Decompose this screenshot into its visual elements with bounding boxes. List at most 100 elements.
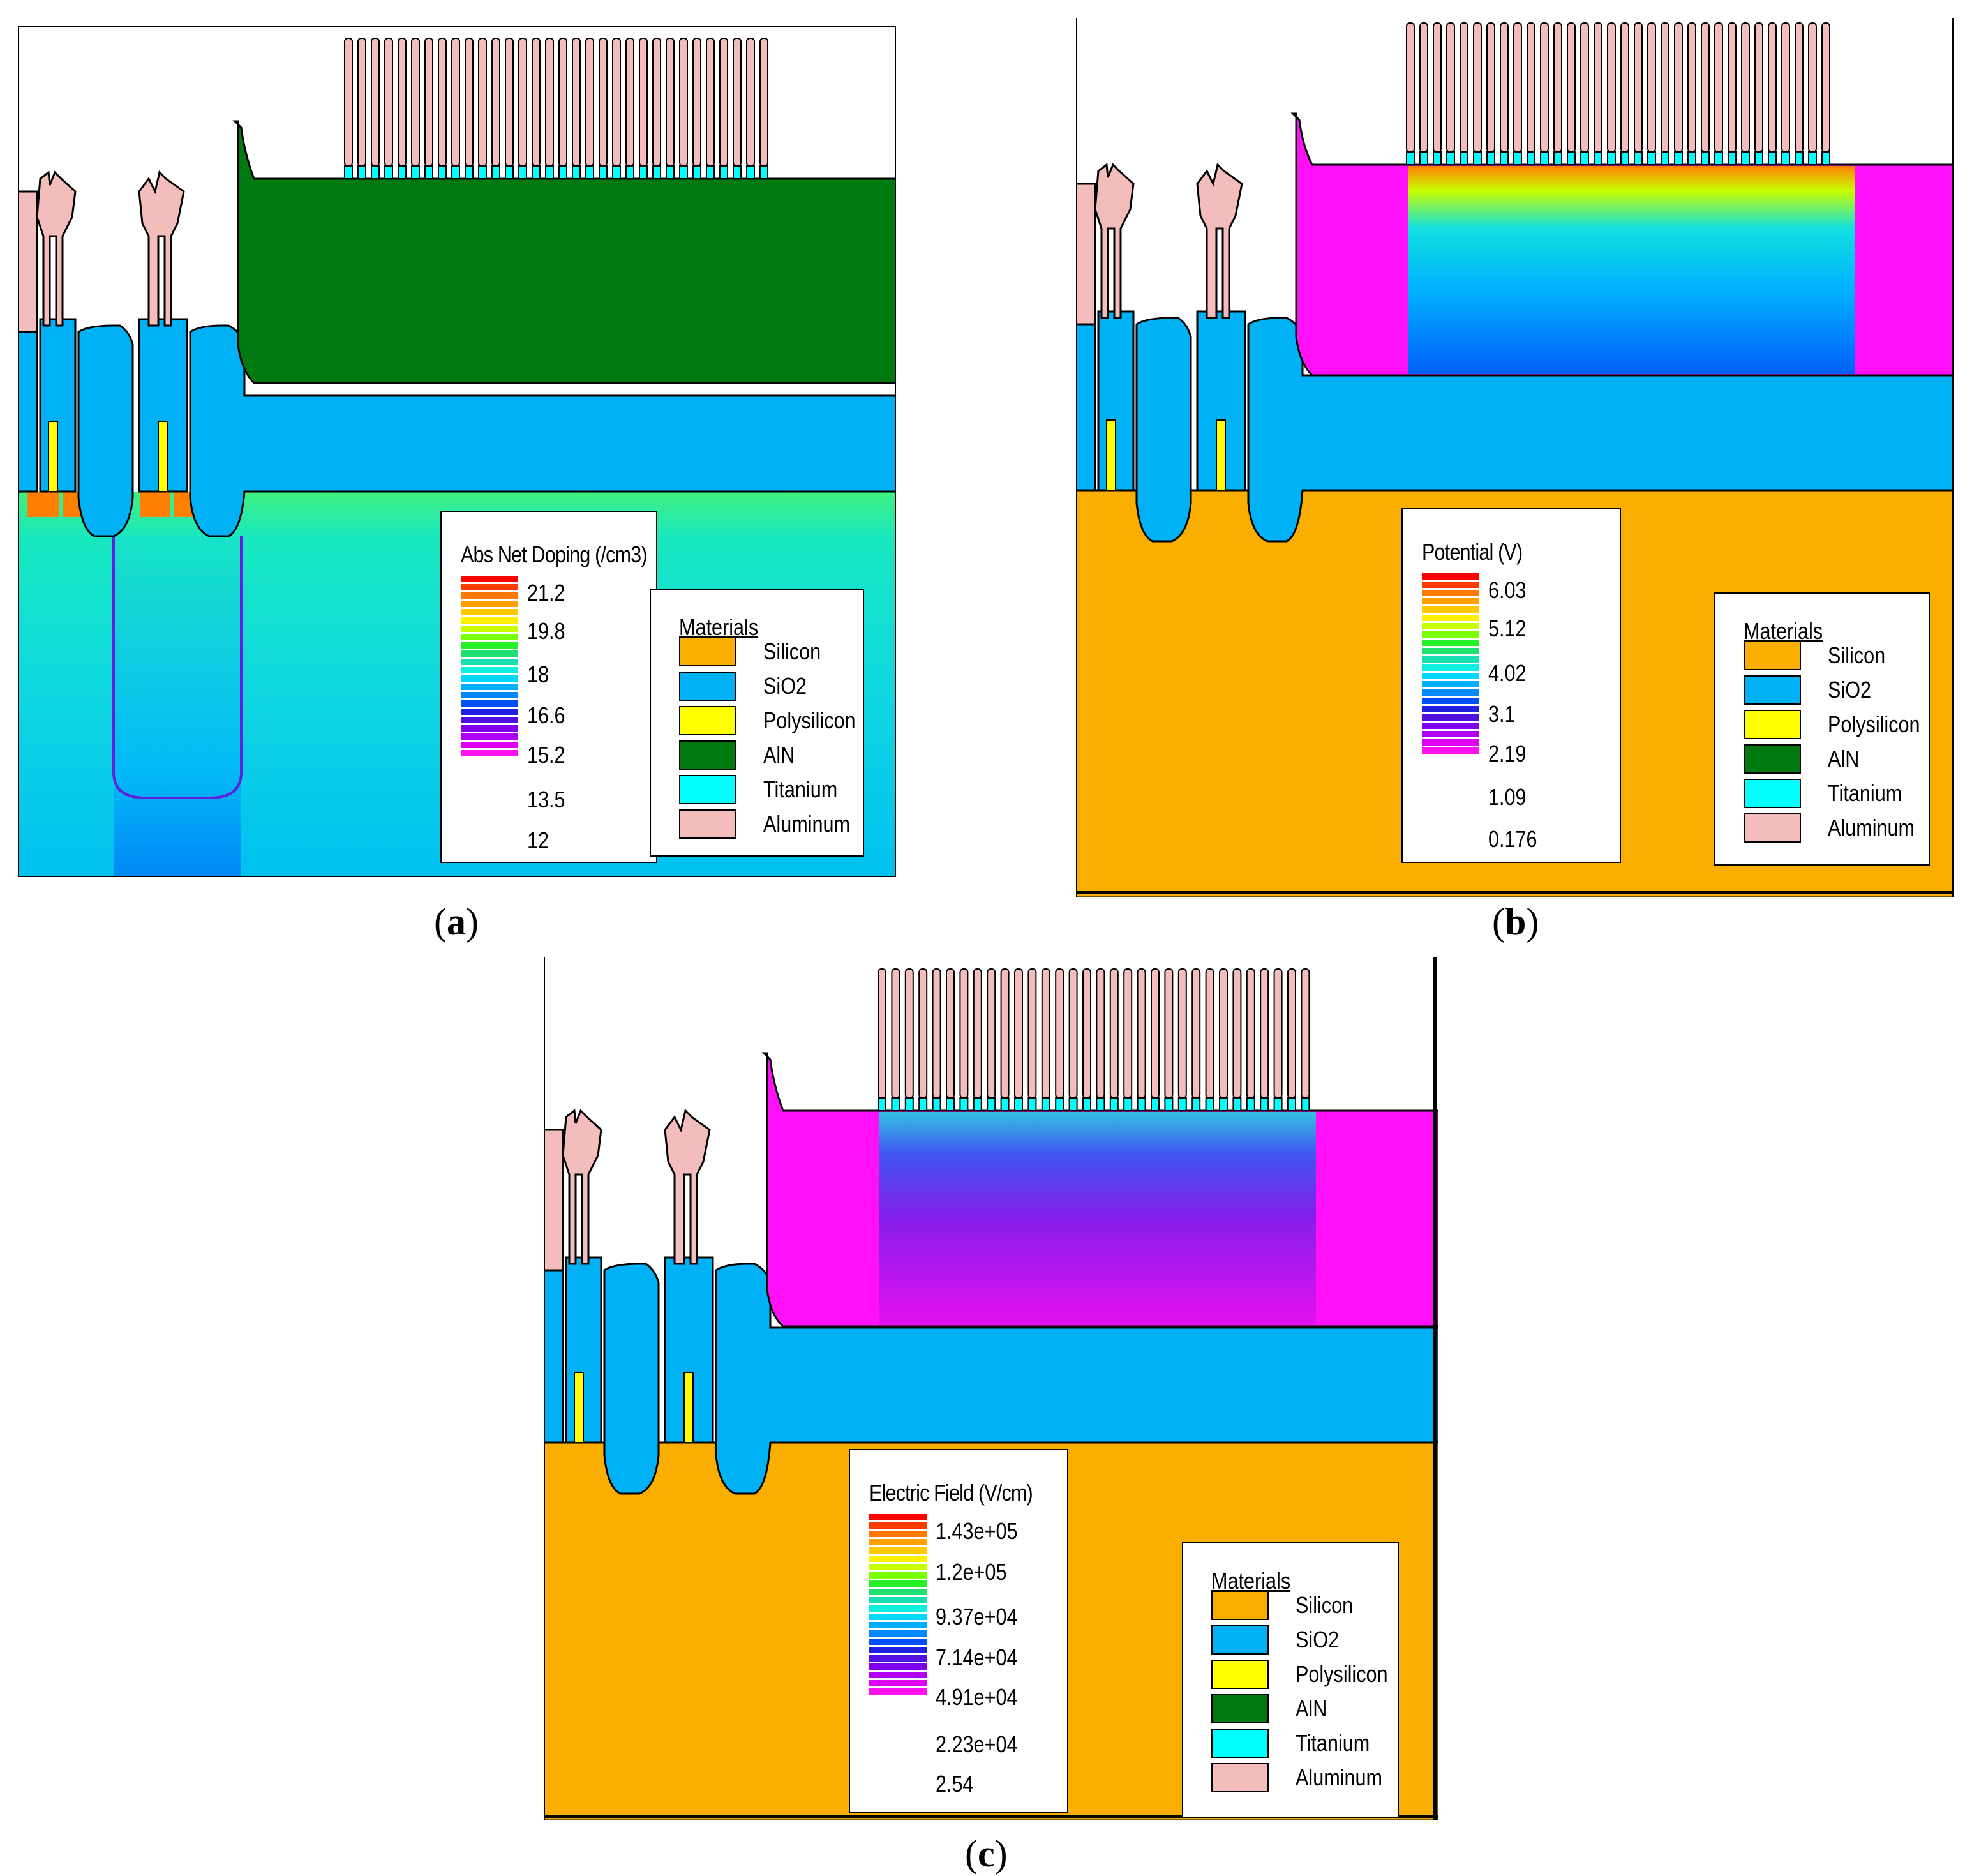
- colorscale-bar: [1422, 582, 1479, 588]
- idt-titanium: [918, 1097, 928, 1111]
- idt-titanium: [1768, 151, 1777, 165]
- idt-titanium: [987, 1097, 996, 1111]
- caption-c: (c): [965, 1833, 1008, 1875]
- idt-finger: [411, 38, 420, 167]
- material-swatch: [679, 809, 736, 839]
- idt-titanium: [625, 165, 634, 179]
- idt-finger: [572, 38, 581, 167]
- idt-finger: [1647, 22, 1656, 153]
- idt-titanium: [1123, 1097, 1133, 1111]
- idt-titanium: [1419, 151, 1428, 165]
- material-label: Titanium: [1296, 1730, 1370, 1756]
- idt-finger: [891, 968, 900, 1099]
- material-swatch: [679, 706, 736, 735]
- idt-titanium: [1580, 151, 1589, 165]
- idt-finger: [545, 38, 554, 167]
- tick-a-5: 13.5: [527, 786, 565, 813]
- materials-title: Materials: [1211, 1568, 1291, 1594]
- material-label: Aluminum: [1828, 814, 1915, 841]
- material-label: Titanium: [763, 776, 838, 802]
- idt-finger: [1687, 22, 1696, 153]
- idt-titanium: [1177, 1097, 1187, 1111]
- colorscale-bar: [869, 1539, 927, 1545]
- idt-titanium: [1041, 1097, 1050, 1111]
- idt-finger: [918, 968, 928, 1099]
- idt-finger: [1219, 968, 1228, 1099]
- idt-titanium: [1287, 1097, 1296, 1111]
- legend-colorscale-c: Electric Field (V/cm) 1.43e+05 1.2e+05 9…: [849, 1449, 1068, 1813]
- colorscale-bar: [461, 617, 518, 624]
- tick-b-1: 5.12: [1488, 615, 1527, 642]
- tick-c-1: 1.2e+05: [936, 1559, 1007, 1585]
- idt-finger: [599, 38, 608, 167]
- idt-finger: [692, 38, 701, 167]
- colorscale-bar: [461, 750, 518, 756]
- idt-finger: [612, 38, 621, 167]
- idt-finger: [1513, 22, 1522, 153]
- idt-finger: [1821, 22, 1830, 153]
- idt-titanium: [518, 165, 527, 179]
- idt-titanium: [1433, 151, 1442, 165]
- tick-c-2: 9.37e+04: [936, 1603, 1018, 1630]
- idt-finger: [1768, 22, 1777, 153]
- idt-titanium: [1164, 1097, 1174, 1111]
- colorscale-bar: [1422, 615, 1479, 621]
- colorscale-bar: [869, 1605, 927, 1612]
- idt-finger: [1232, 968, 1242, 1099]
- colorscale-bar: [1422, 640, 1479, 646]
- idt-finger: [733, 38, 742, 167]
- idt-titanium: [1273, 1097, 1283, 1111]
- colorscale-bar: [1422, 673, 1479, 679]
- material-swatch: [1211, 1660, 1269, 1689]
- material-label: Silicon: [763, 638, 821, 664]
- idt-titanium: [371, 165, 380, 179]
- colorscale-bar: [461, 717, 518, 723]
- colorscale-bar: [461, 592, 518, 599]
- idt-titanium: [491, 165, 500, 179]
- idt-finger: [946, 968, 955, 1099]
- idt-titanium: [1634, 151, 1643, 165]
- idt-finger: [1287, 968, 1296, 1099]
- colorscale-bar: [461, 659, 518, 665]
- idt-finger: [1781, 22, 1790, 153]
- colorscale-bar: [461, 742, 518, 748]
- colorscale-bar: [869, 1647, 927, 1653]
- material-label: AlN: [1828, 746, 1860, 772]
- material-label: Silicon: [1828, 642, 1886, 668]
- material-label: Polysilicon: [763, 707, 856, 733]
- material-label: SiO2: [1828, 677, 1872, 703]
- idt-titanium: [478, 165, 487, 179]
- idt-titanium: [1674, 151, 1683, 165]
- idt-finger: [706, 38, 715, 167]
- idt-finger: [1068, 968, 1078, 1099]
- colorscale-bar: [869, 1672, 927, 1678]
- idt-finger: [878, 968, 886, 1099]
- idt-titanium: [759, 165, 768, 179]
- idt-titanium: [1821, 151, 1830, 165]
- colorscale-bar: [1422, 606, 1479, 613]
- idt-finger: [518, 38, 527, 167]
- idt-finger: [1473, 22, 1482, 153]
- material-label: SiO2: [1296, 1626, 1340, 1653]
- idt-finger: [357, 38, 366, 167]
- idt-finger: [1446, 22, 1455, 153]
- idt-titanium: [1728, 151, 1737, 165]
- idt-finger: [625, 38, 634, 167]
- idt-titanium: [1808, 151, 1817, 165]
- idt-finger: [1460, 22, 1468, 153]
- colorscale-bar: [461, 692, 518, 698]
- idt-titanium: [1527, 151, 1535, 165]
- idt-finger: [532, 38, 541, 167]
- idt-titanium: [1795, 151, 1804, 165]
- idt-titanium: [679, 165, 688, 179]
- tick-c-0: 1.43e+05: [936, 1518, 1018, 1544]
- material-swatch: [1211, 1625, 1269, 1655]
- material-label: Polysilicon: [1296, 1661, 1388, 1687]
- idt-titanium: [344, 165, 353, 179]
- idt-titanium: [1701, 151, 1710, 165]
- colorscale-bar: [869, 1514, 927, 1520]
- idt-titanium: [465, 165, 474, 179]
- idt-titanium: [706, 165, 715, 179]
- material-label: Aluminum: [1296, 1764, 1383, 1790]
